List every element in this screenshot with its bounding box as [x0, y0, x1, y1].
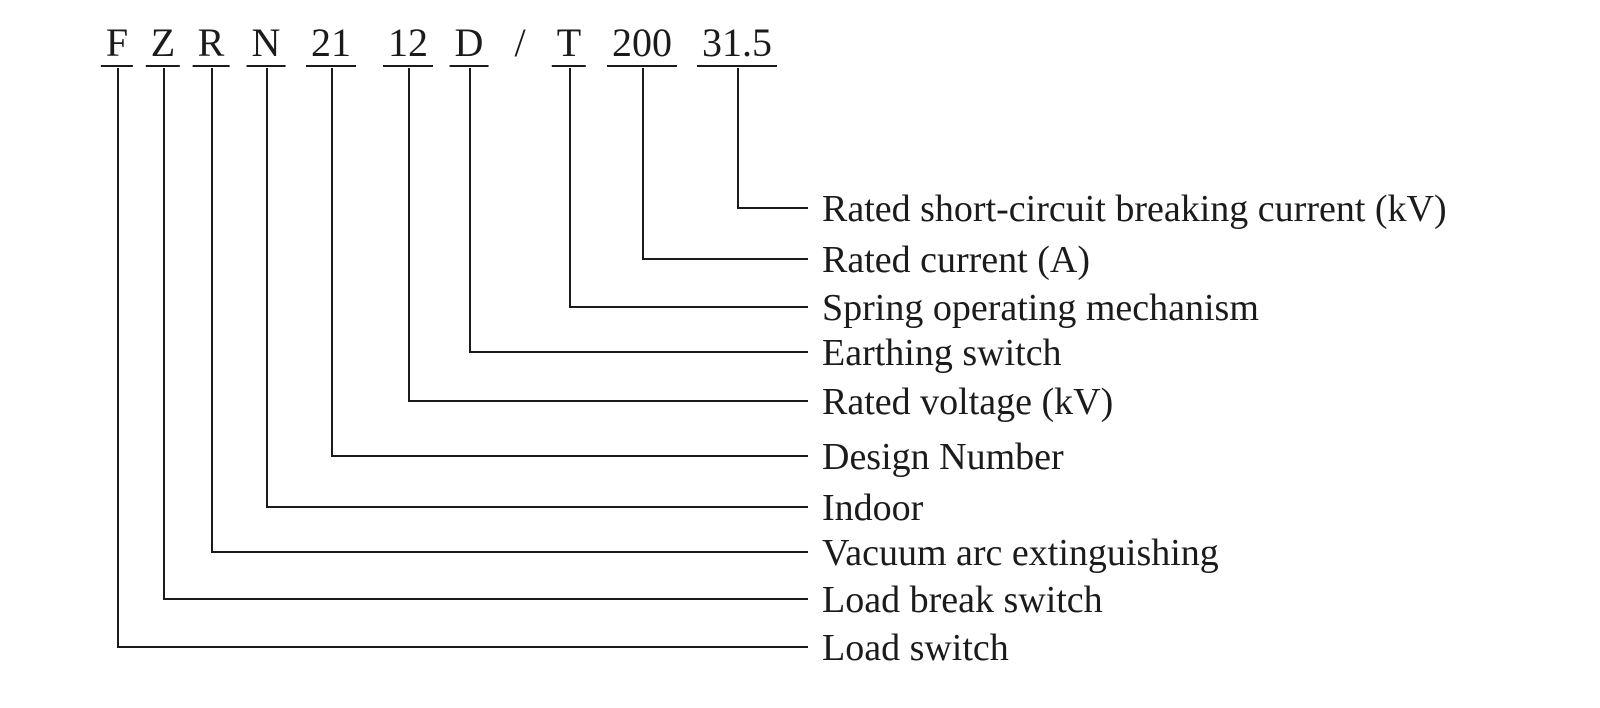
connector-t: [569, 68, 808, 308]
connector-z: [163, 68, 808, 600]
connector-31-5: [737, 68, 808, 209]
connector-d: [469, 68, 808, 353]
label-rated-voltage: Rated voltage (kV): [822, 381, 1114, 423]
connector-12: [408, 68, 808, 402]
connector-r: [211, 68, 808, 553]
code-part-slash: /: [514, 20, 526, 65]
code-part-d: D: [449, 23, 489, 67]
connector-200: [642, 68, 808, 260]
code-part-12: 12: [383, 23, 433, 67]
code-part-n: N: [246, 23, 286, 67]
label-earthing-switch: Earthing switch: [822, 332, 1062, 374]
label-load-break-switch: Load break switch: [822, 579, 1103, 621]
label-rated-short-circuit-breaking-current: Rated short-circuit breaking current (kV…: [822, 188, 1447, 230]
connector-f: [117, 68, 808, 648]
label-spring-operating-mechanism: Spring operating mechanism: [822, 287, 1259, 329]
label-vacuum-arc-extinguishing: Vacuum arc extinguishing: [822, 532, 1219, 574]
code-part-f: F: [100, 23, 134, 67]
label-indoor: Indoor: [822, 487, 924, 529]
label-design-number: Design Number: [822, 436, 1064, 478]
connector-21: [331, 68, 808, 457]
code-part-21: 21: [306, 23, 356, 67]
code-part-200: 200: [607, 23, 677, 67]
label-rated-current: Rated current (A): [822, 239, 1090, 281]
label-load-switch: Load switch: [822, 627, 1009, 669]
code-part-31-5: 31.5: [697, 23, 777, 67]
code-part-z: Z: [145, 23, 181, 67]
connector-n: [266, 68, 808, 508]
code-part-r: R: [192, 23, 230, 67]
code-part-t: T: [551, 23, 587, 67]
